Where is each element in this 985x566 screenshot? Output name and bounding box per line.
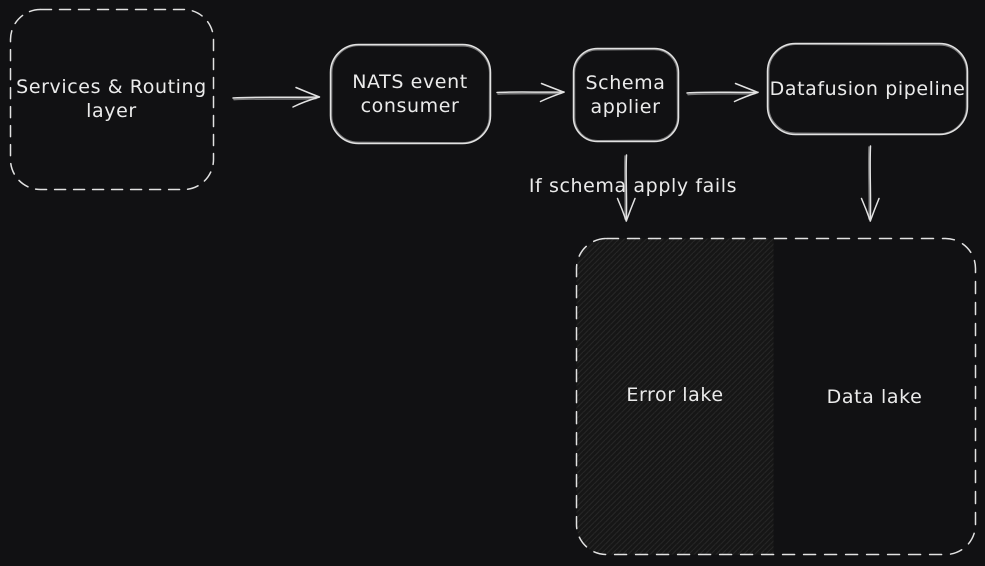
error-lake-region (576, 238, 774, 555)
datafusion-pipeline-label: Datafusion pipeline (769, 78, 966, 100)
datafusion-pipeline-box-outline (766, 42, 969, 136)
services-routing-box-outline (9, 8, 215, 191)
nats-consumer-label-line1: NATS event (352, 71, 468, 93)
schema-applier-label-line1: Schema (585, 72, 666, 94)
data-lake-label: Data lake (826, 386, 923, 408)
arrow-services-to-nats (232, 86, 321, 108)
nats-consumer-label: NATS event consumer (330, 70, 490, 118)
arrow-datafusion-to-data-lake (860, 145, 880, 222)
nats-consumer-box-outline (329, 43, 492, 145)
nats-consumer-label-line2: consumer (360, 95, 460, 117)
schema-applier-box-outline (572, 47, 680, 143)
arrow-schema-to-error-lake (616, 154, 636, 222)
arrow-schema-to-datafusion (686, 82, 759, 103)
error-lake-label: Error lake (626, 384, 724, 406)
services-routing-label: Services & Routing layer (10, 75, 213, 123)
lakes-container-outline (575, 237, 977, 556)
services-routing-label-line2: layer (86, 100, 137, 122)
services-routing-label-line1: Services & Routing (16, 76, 207, 98)
schema-fail-edge-label: If schema apply fails (528, 175, 738, 197)
schema-applier-label-line2: applier (590, 96, 661, 118)
arrow-nats-to-schema (496, 82, 565, 103)
schema-applier-label: Schema applier (573, 71, 678, 119)
